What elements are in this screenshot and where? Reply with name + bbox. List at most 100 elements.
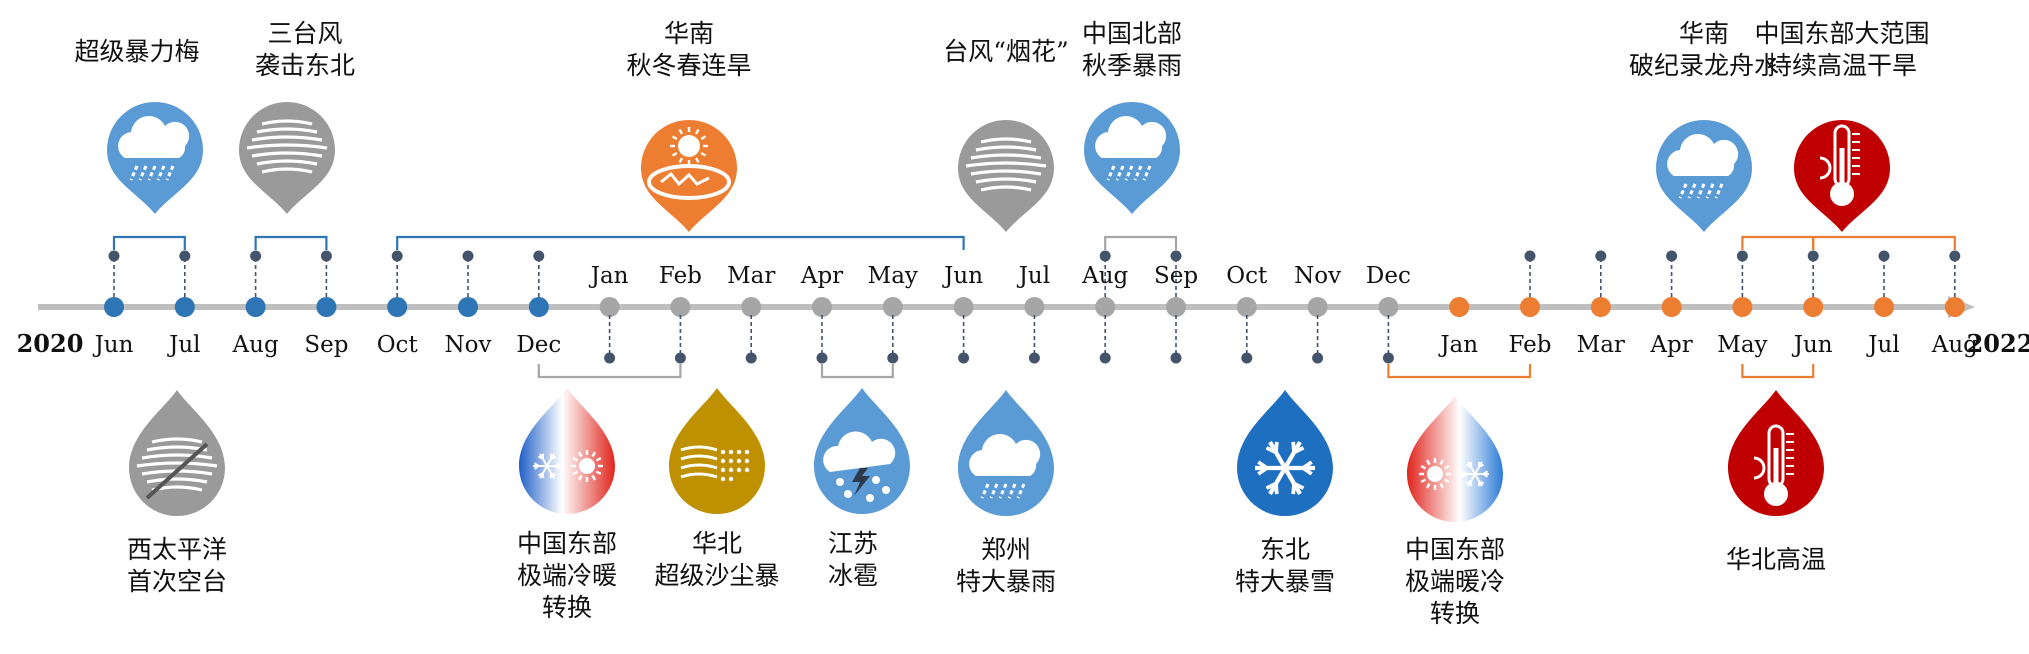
month-dot	[1591, 297, 1611, 317]
event-label-bottom: 特大暴雨	[956, 567, 1056, 596]
drop-marker	[519, 388, 615, 514]
stem-cap	[675, 353, 686, 364]
event-label-top: 中国北部	[1082, 19, 1182, 48]
rain-cloud-icon	[107, 102, 203, 214]
rain-cloud-icon	[1084, 102, 1180, 214]
month-label: Aug	[232, 332, 279, 358]
event-bracket	[822, 364, 893, 377]
event-label-top: 超级暴力梅	[74, 37, 199, 66]
stem-cap	[1525, 251, 1536, 262]
month-label: Jun	[93, 332, 134, 358]
month-label: Mar	[727, 263, 775, 289]
event-label-top: 台风“烟花”	[943, 37, 1069, 66]
sandstorm-icon	[669, 388, 765, 514]
event-label-top: 中国东部大范围	[1754, 19, 1929, 48]
event-label-bottom: 极端暖冷	[1405, 567, 1505, 596]
month-label: Sep	[304, 332, 348, 358]
month-dot	[883, 297, 903, 317]
month-label: Feb	[1508, 332, 1551, 358]
stem-cap	[746, 353, 757, 364]
month-dot	[387, 297, 407, 317]
thermometer-icon	[1728, 390, 1824, 516]
event-bracket	[1813, 237, 1955, 250]
drought-sun-icon	[641, 120, 737, 232]
event-label-top: 秋冬春连旱	[626, 51, 751, 80]
stem-cap	[1171, 251, 1182, 262]
stem-cap	[1029, 353, 1040, 364]
stem-cap	[250, 251, 261, 262]
event-label-bottom: 东北	[1260, 535, 1310, 564]
event-bracket	[1742, 364, 1813, 377]
month-dot	[600, 297, 620, 317]
hail-storm-icon	[814, 388, 910, 514]
month-dot	[1378, 297, 1398, 317]
event-label-bottom: 华北高温	[1726, 545, 1826, 574]
month-dot	[175, 297, 195, 317]
pin-marker	[958, 120, 1054, 232]
month-label: Apr	[1649, 332, 1692, 358]
event-label-bottom: 首次空台	[127, 567, 227, 596]
month-label: Feb	[659, 263, 702, 289]
event-bracket	[256, 237, 327, 250]
warm-cold-icon	[1407, 396, 1503, 522]
month-dot	[458, 297, 478, 317]
event-bracket	[539, 364, 681, 377]
thermometer-icon	[1794, 120, 1890, 232]
stem-cap	[1879, 251, 1890, 262]
month-dot	[1520, 297, 1540, 317]
event-label-bottom: 中国东部	[517, 529, 617, 558]
event-bracket	[1742, 237, 1813, 250]
event-label-top: 持续高温干旱	[1767, 51, 1917, 80]
stem-cap	[1100, 353, 1111, 364]
month-dot	[1308, 297, 1328, 317]
stem-cap	[1949, 251, 1960, 262]
event-label-bottom: 转换	[1430, 599, 1480, 628]
month-label: Mar	[1577, 332, 1625, 358]
month-dot	[1803, 297, 1823, 317]
month-dot	[1945, 297, 1965, 317]
stem-cap	[1595, 251, 1606, 262]
event-label-top: 破纪录龙舟水	[1629, 51, 1779, 80]
event-label-top: 袭击东北	[255, 51, 355, 80]
event-bracket	[1105, 237, 1176, 250]
event-label-bottom: 华北	[692, 529, 742, 558]
month-dot	[1732, 297, 1752, 317]
stem-cap	[1241, 353, 1252, 364]
month-dot	[529, 297, 549, 317]
month-label: Oct	[377, 332, 419, 358]
stem-cap	[109, 251, 120, 262]
month-label: Jul	[1866, 332, 1899, 358]
event-label-top: 秋季暴雨	[1082, 51, 1182, 80]
stem-cap	[179, 251, 190, 262]
month-dot	[1024, 297, 1044, 317]
event-label-bottom: 超级沙尘暴	[654, 561, 779, 590]
month-label: Dec	[1366, 263, 1411, 289]
stem-cap	[817, 353, 828, 364]
month-dot	[741, 297, 761, 317]
event-label-top: 三台风	[267, 19, 342, 48]
rain-cloud-icon	[1656, 120, 1752, 232]
month-dot	[1166, 297, 1186, 317]
event-label-bottom: 中国东部	[1405, 535, 1505, 564]
typhoon-icon	[958, 120, 1054, 232]
month-label: Nov	[1294, 263, 1341, 289]
stem-cap	[1666, 251, 1677, 262]
month-label: Oct	[1226, 263, 1268, 289]
month-label: Aug	[1081, 263, 1128, 289]
event-label-top: 华南	[664, 19, 714, 48]
month-label: Sep	[1154, 263, 1198, 289]
drop-marker	[669, 388, 765, 514]
drop-marker	[129, 390, 225, 516]
event-label-bottom: 转换	[542, 593, 592, 622]
event-bracket	[114, 237, 185, 250]
stem-cap	[463, 251, 474, 262]
month-label: Jul	[1017, 263, 1050, 289]
month-dot	[1662, 297, 1682, 317]
stem-cap	[604, 353, 615, 364]
month-label: Jan	[1438, 332, 1478, 358]
stem-cap	[887, 353, 898, 364]
month-dot	[670, 297, 690, 317]
month-label: Apr	[800, 263, 843, 289]
